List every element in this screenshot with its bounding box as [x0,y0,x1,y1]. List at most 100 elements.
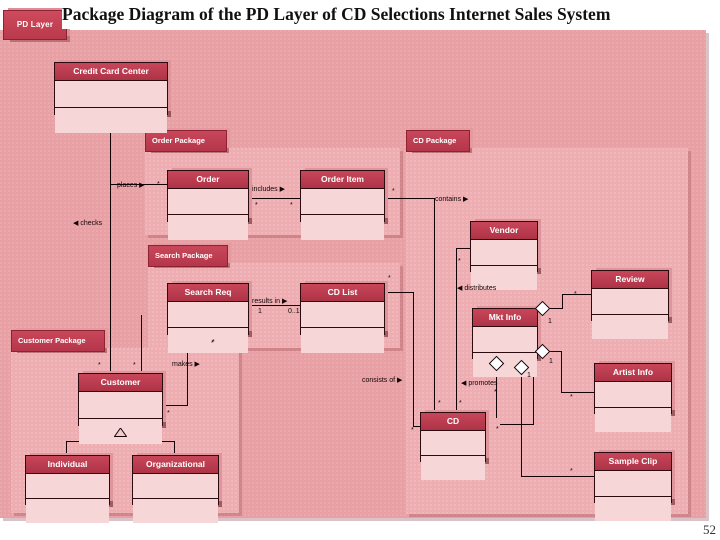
page-number: 52 [703,522,716,537]
class-credit-card-center-title: Credit Card Center [55,63,167,81]
mult-vendor-distributes: * [458,258,461,265]
assoc-label-promotes: ◀ promotes [461,380,498,387]
class-sample-clip-title: Sample Clip [595,453,671,471]
class-review-title: Review [592,271,668,289]
class-order-item-title: Order Item [301,171,384,189]
class-individual[interactable]: Individual [25,455,110,523]
line-mkt-artist-h1 [543,351,562,353]
search-package-tab: Search Package [148,245,228,267]
class-vendor-operations [471,265,537,290]
pd-layer-package-tab: PD Layer [3,10,67,40]
mult-cd-mid-many: * [459,400,462,407]
line-orderitem-right [383,198,435,200]
class-sample-clip[interactable]: Sample Clip [594,452,672,521]
class-mkt-info-title: Mkt Info [473,309,537,327]
mult-cd-vendor-many: * [411,427,414,434]
mult-mkt-cd-many: * [494,389,497,396]
class-review[interactable]: Review [591,270,669,339]
assoc-label-results-in: results in ▶ [252,298,288,305]
class-order[interactable]: Order [167,170,249,240]
class-cd-list-title: CD List [301,284,384,302]
class-search-req-title: Search Req [168,284,248,302]
class-vendor[interactable]: Vendor [470,221,538,290]
line-gen-left [66,441,68,455]
line-customer-makes-horz [163,405,188,407]
line-mkt-clip-h [521,476,595,478]
class-cd[interactable]: CD [420,412,486,480]
mult-mkt-review-one: 1 [548,318,552,325]
class-sample-clip-attributes [595,471,671,497]
assoc-label-consists-of: consists of ▶ [362,377,403,384]
class-credit-card-center-attributes [55,81,167,108]
class-organizational[interactable]: Organizational [132,455,219,523]
line-mkt-artist-v [561,351,563,393]
class-cd-list[interactable]: CD List [300,283,385,353]
line-contains-vert [434,198,436,420]
class-organizational-operations [133,499,218,523]
line-cdlist-vert [413,292,415,427]
line-vendor-top [456,248,473,250]
mult-mkt-clip-one: 1 [527,372,531,379]
page-title: Package Diagram of the PD Layer of CD Se… [62,1,712,29]
class-review-operations [592,314,668,339]
class-cd-attributes [421,431,485,456]
assoc-label-checks: ◀ checks [73,220,103,227]
assoc-label-places: places ▶ [117,182,145,189]
mult-customer-makes: * [211,340,214,347]
line-cd-right-v [533,352,535,425]
customer-package-tab: Customer Package [11,330,105,352]
line-searchreq-cdlist [245,305,315,307]
line-order-orderitem [245,198,300,200]
mult-customer-mid: * [133,362,136,369]
line-customer-order-vert [110,184,112,374]
line-mkt-cd-v [496,368,498,418]
mult-cd-list-top: * [388,275,391,282]
class-review-attributes [592,289,668,315]
line-mkt-review-h2 [562,294,592,296]
class-order-item[interactable]: Order Item [300,170,385,240]
assoc-label-distributes: ◀ distributes [457,285,497,292]
line-sr-cust [141,331,143,373]
line-vendor-vert [456,248,458,433]
class-order-title: Order [168,171,248,189]
assoc-label-contains: contains ▶ [435,196,469,203]
line-gen-right [174,441,176,455]
mult-search-req-down: * [212,339,215,346]
customer-package-label: Customer Package [18,336,86,345]
class-credit-card-center-operations [55,107,167,133]
cd-package-label: CD Package [413,136,457,145]
class-artist-info[interactable]: Artist Info [594,363,672,432]
class-artist-info-attributes [595,382,671,408]
mult-customer-left: * [98,362,101,369]
class-customer[interactable]: Customer [78,373,163,444]
class-cd-operations [421,456,485,480]
line-mkt-review-v [562,294,564,309]
mult-results-in-left: 1 [258,308,262,315]
class-search-req-operations [168,328,248,353]
class-credit-card-center[interactable]: Credit Card Center [54,62,168,133]
class-individual-operations [26,499,109,523]
mult-order-item-right: * [392,188,395,195]
class-order-item-attributes [301,189,384,215]
mult-sample-clip-up: * [570,468,573,475]
mult-results-in-right: 0..1 [288,308,300,315]
class-organizational-title: Organizational [133,456,218,474]
mult-artist-info-down: * [570,394,573,401]
class-order-operations [168,215,248,240]
class-mkt-info[interactable]: Mkt Info [472,308,538,377]
line-sr-cust-up [141,315,143,335]
class-vendor-title: Vendor [471,222,537,240]
mult-places-order: * [157,181,160,188]
line-ccc-order-horz [110,184,170,186]
class-artist-info-title: Artist Info [595,364,671,382]
line-mkt-artist-h2 [561,392,595,394]
line-cdlist-right [383,292,414,294]
mult-includes-right: * [290,202,293,209]
class-sample-clip-operations [595,496,671,521]
line-customer-makes-vert [187,331,189,406]
class-cd-list-operations [301,328,384,353]
class-search-req[interactable]: Search Req [167,283,249,353]
mult-includes-left: * [255,202,258,209]
search-package-label: Search Package [155,251,213,260]
